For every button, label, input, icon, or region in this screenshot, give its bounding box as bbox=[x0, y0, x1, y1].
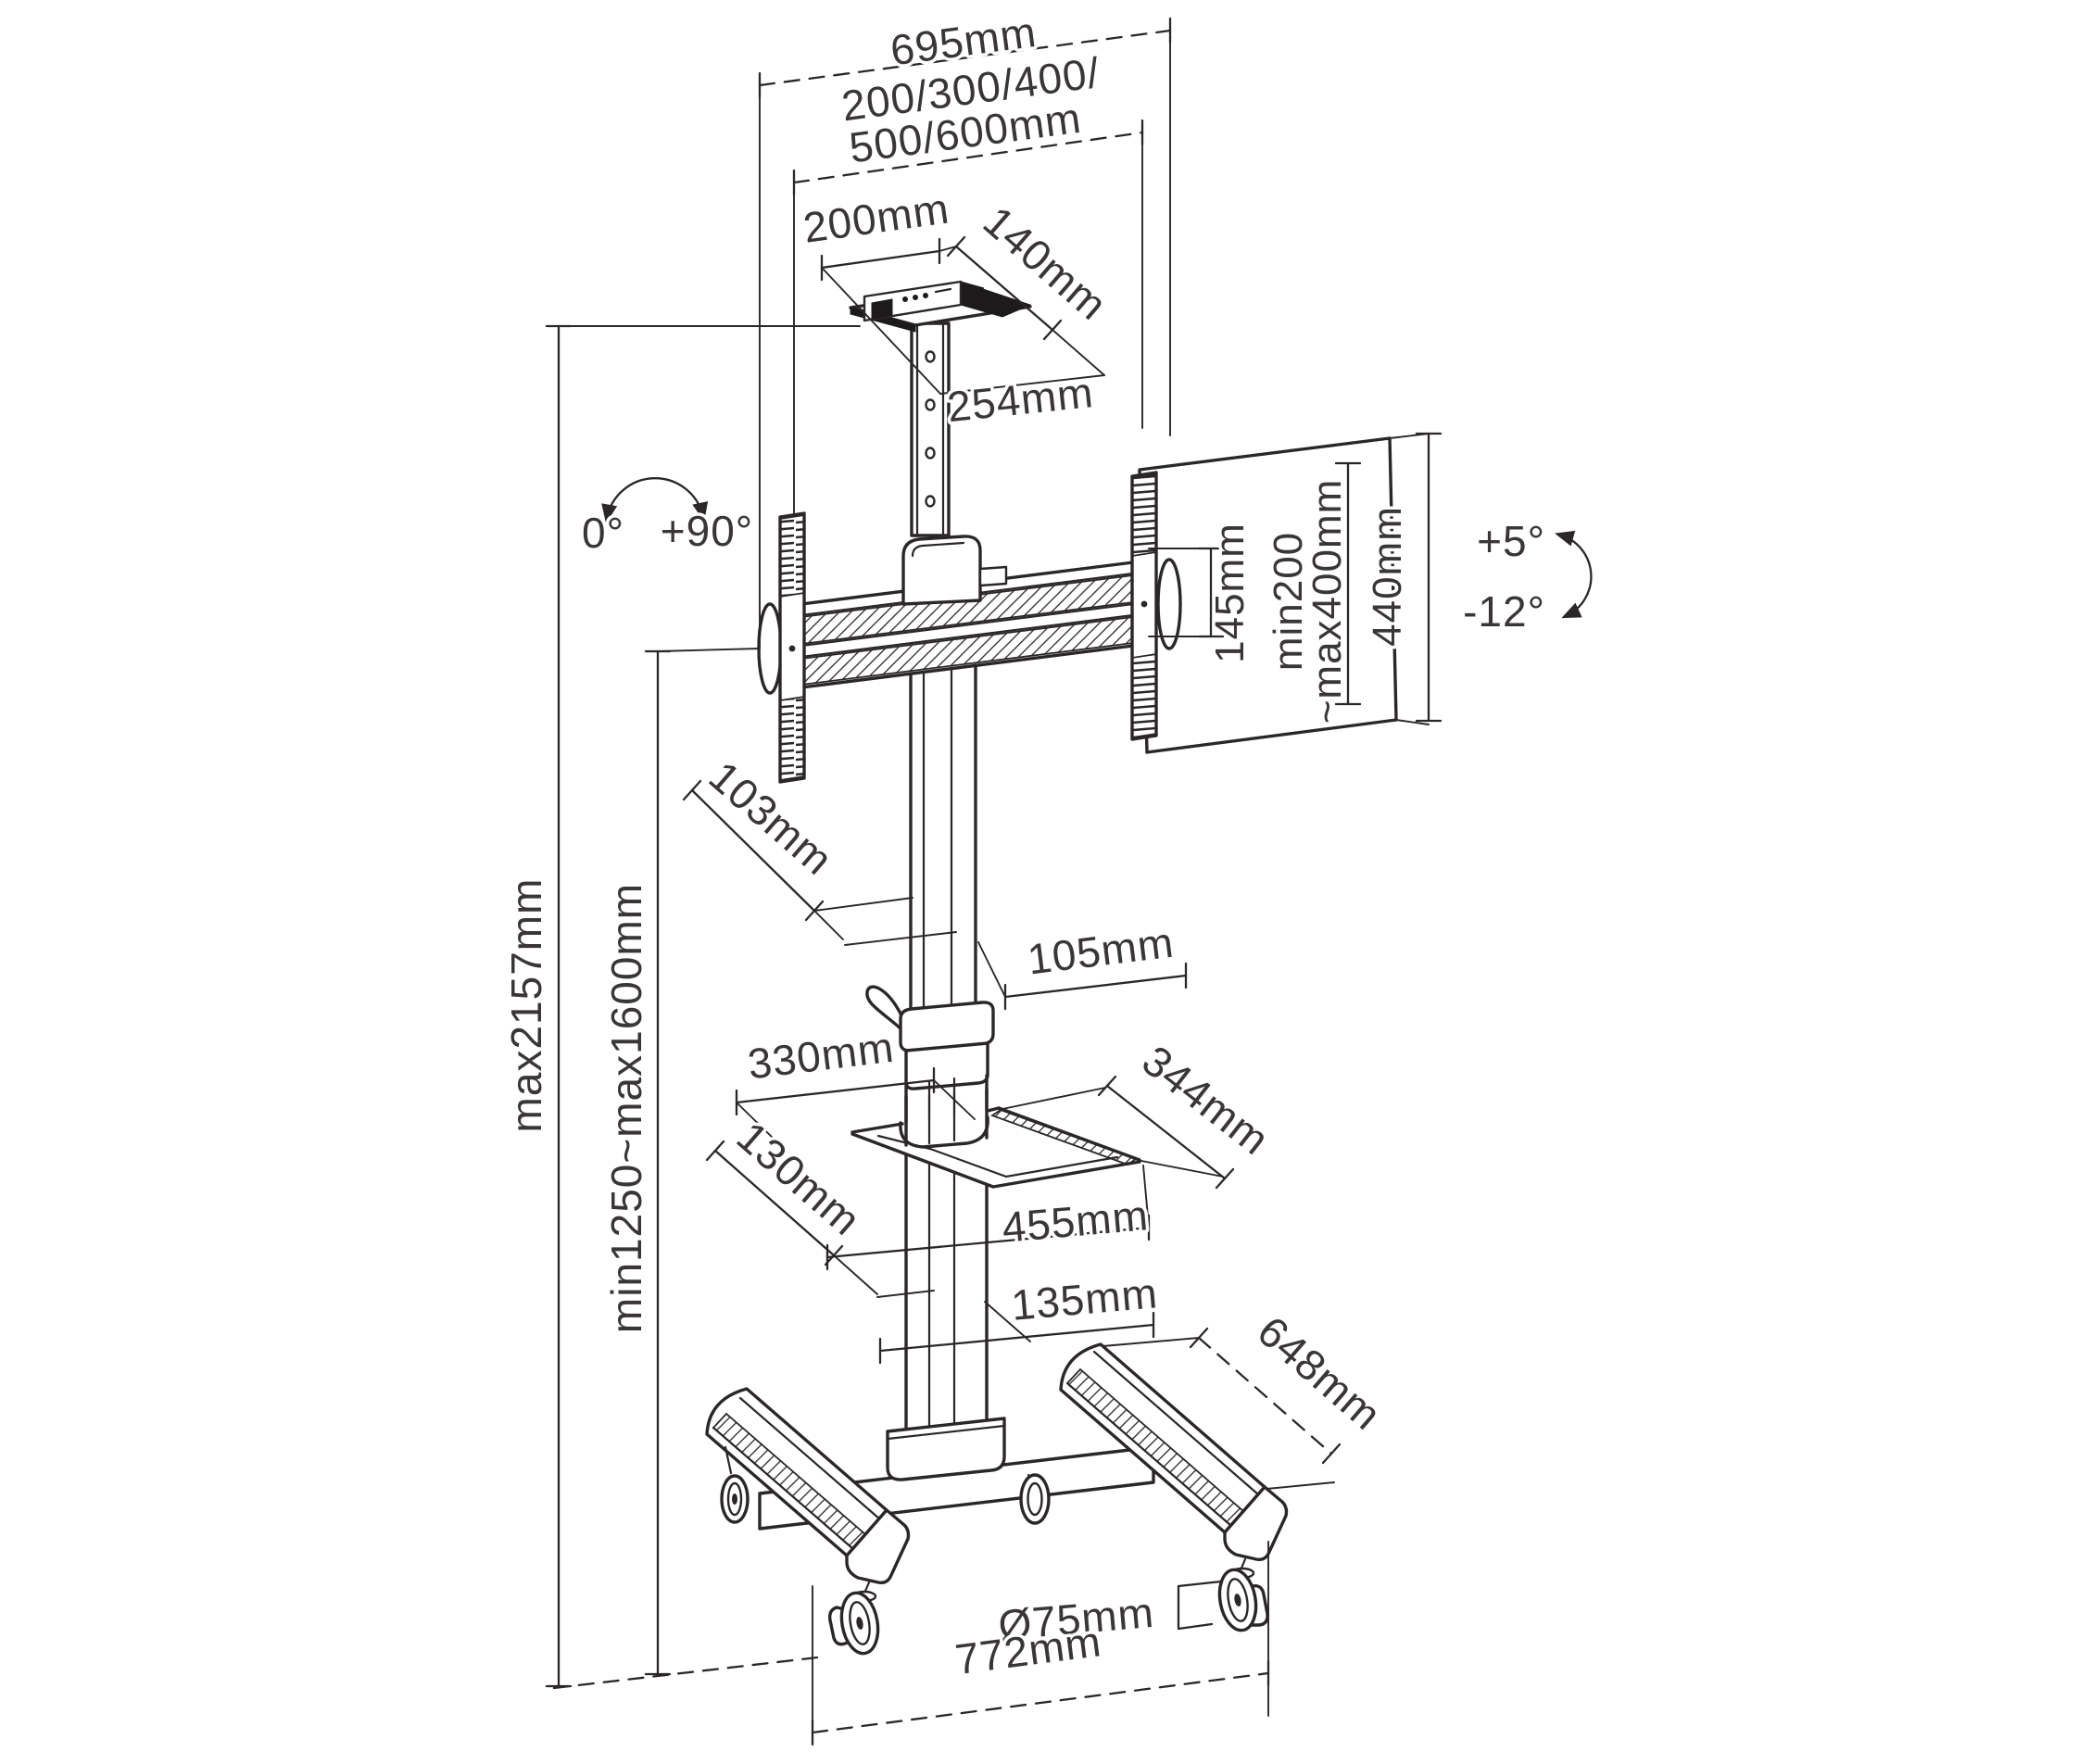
dim-label-vesa-height-2: ~max400mm bbox=[1304, 479, 1350, 724]
dim-label-vesa-height-1: min200 bbox=[1266, 532, 1311, 671]
camera-bracket-column bbox=[901, 321, 1008, 606]
dim-label-shelf-back-width: 330mm bbox=[745, 1023, 897, 1089]
right-base-rail bbox=[1059, 1342, 1289, 1632]
dim-label-adjustable-height: min1250~max1600mm bbox=[602, 883, 650, 1333]
left-base-rail bbox=[705, 1387, 911, 1656]
back-left-caster bbox=[720, 1445, 750, 1524]
label-rotation-min: 0° bbox=[582, 509, 624, 557]
label-tilt-down: -12° bbox=[1463, 587, 1545, 636]
dim-label-shelf-depth: 344mm bbox=[1133, 1036, 1279, 1164]
label-rotation-max: +90° bbox=[661, 507, 753, 555]
height-lock-collar bbox=[865, 985, 995, 1090]
dim-label-base-depth: 648mm bbox=[1249, 1306, 1392, 1439]
dim-label-tray-width: 200mm bbox=[800, 183, 952, 252]
back-right-caster bbox=[1019, 1473, 1051, 1525]
left-vesa-bracket bbox=[757, 511, 806, 784]
pole-foot bbox=[886, 1417, 1006, 1481]
camera-tray bbox=[849, 280, 1032, 333]
front-right-caster bbox=[1217, 1557, 1269, 1632]
dim-label-panel-height: 440mm bbox=[1365, 506, 1410, 647]
label-tilt-up: +5° bbox=[1477, 517, 1545, 565]
dim-label-base-width: 772mm bbox=[952, 1617, 1104, 1683]
dim-label-bracket-offset: 145mm bbox=[1207, 523, 1253, 663]
dimension-annotations bbox=[545, 17, 1593, 1746]
right-vesa-bracket bbox=[1130, 471, 1182, 741]
dim-label-shelf-clearance: 135mm bbox=[1009, 1268, 1159, 1329]
dim-label-pole-width: 105mm bbox=[1025, 918, 1177, 984]
dim-label-tray-column-height: 254mm bbox=[945, 368, 1096, 431]
front-left-caster bbox=[827, 1581, 880, 1656]
dim-label-shelf-front-width: 455mm bbox=[1000, 1191, 1150, 1252]
stand-structure bbox=[705, 280, 1398, 1656]
av-shelf bbox=[850, 1088, 1141, 1189]
dim-label-max-height: max2157mm bbox=[502, 878, 550, 1133]
upper-pole bbox=[909, 663, 977, 1021]
base bbox=[705, 1342, 1289, 1656]
